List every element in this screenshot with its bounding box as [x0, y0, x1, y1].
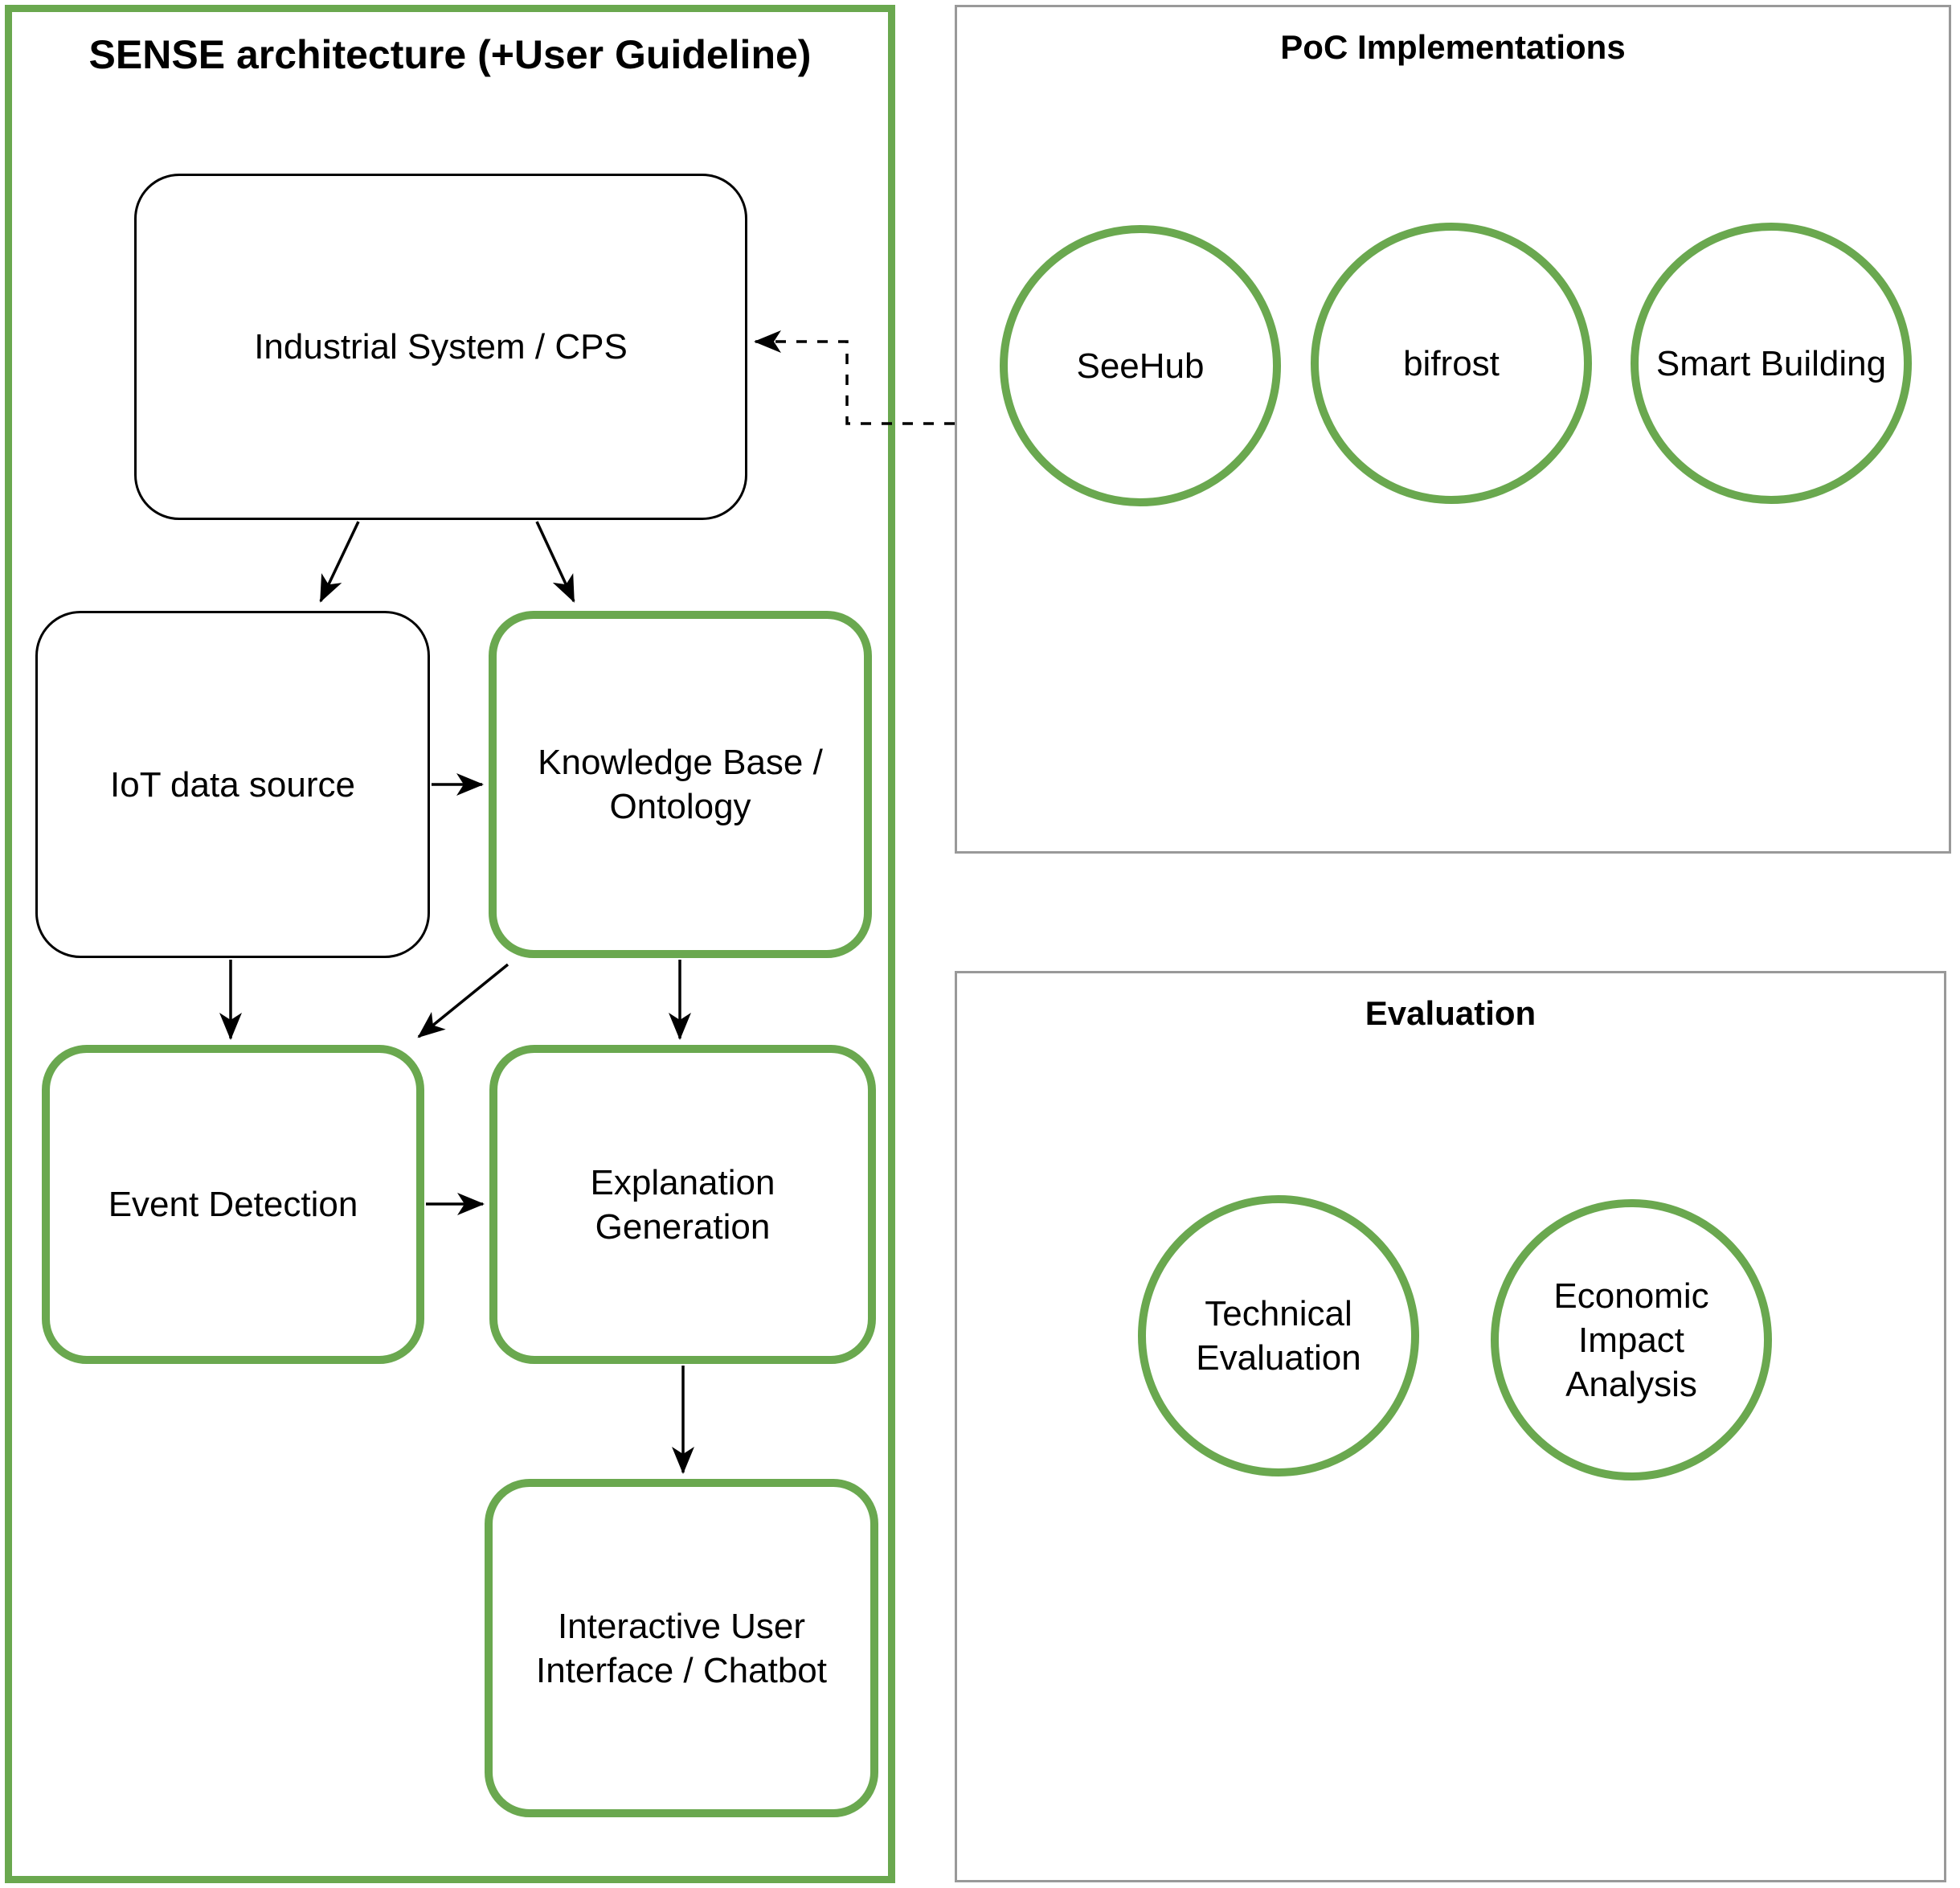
node-interactive-ui: Interactive User Interface / Chatbot: [485, 1479, 878, 1817]
node-label: IoT data source: [110, 764, 355, 805]
circle-technical-evaluation: Technical Evaluation: [1138, 1195, 1419, 1476]
circle-label: bifrost: [1403, 343, 1500, 383]
node-industrial-system: Industrial System / CPS: [134, 174, 747, 520]
node-label: Interactive User Interface / Chatbot: [536, 1606, 827, 1690]
node-event-detection: Event Detection: [42, 1045, 424, 1364]
circle-bifrost: bifrost: [1311, 223, 1592, 504]
node-label: Event Detection: [108, 1185, 358, 1224]
sense-panel-title: SENSE architecture (+User Guideline): [88, 32, 812, 77]
evaluation-panel-title: Evaluation: [1365, 994, 1536, 1032]
circle-label: Economic Impact Analysis: [1553, 1276, 1709, 1404]
node-label: Industrial System / CPS: [254, 327, 628, 367]
node-knowledge-base: Knowledge Base / Ontology: [489, 611, 872, 958]
circle-label: SeeHub: [1076, 346, 1205, 386]
circle-seehub: SeeHub: [1000, 225, 1281, 506]
circle-smart-building: Smart Building: [1631, 223, 1912, 504]
node-label: Explanation Generation: [590, 1162, 775, 1247]
circle-economic-impact: Economic Impact Analysis: [1491, 1199, 1772, 1481]
circle-label: Technical Evaluation: [1196, 1294, 1361, 1378]
circle-label: Smart Building: [1655, 343, 1887, 383]
evaluation-panel: Evaluation: [955, 971, 1946, 1882]
node-iot-data-source: IoT data source: [35, 611, 430, 958]
node-explanation-generation: Explanation Generation: [489, 1045, 876, 1364]
node-label: Knowledge Base / Ontology: [538, 743, 823, 826]
poc-panel-title: PoC Implementations: [1280, 28, 1626, 66]
